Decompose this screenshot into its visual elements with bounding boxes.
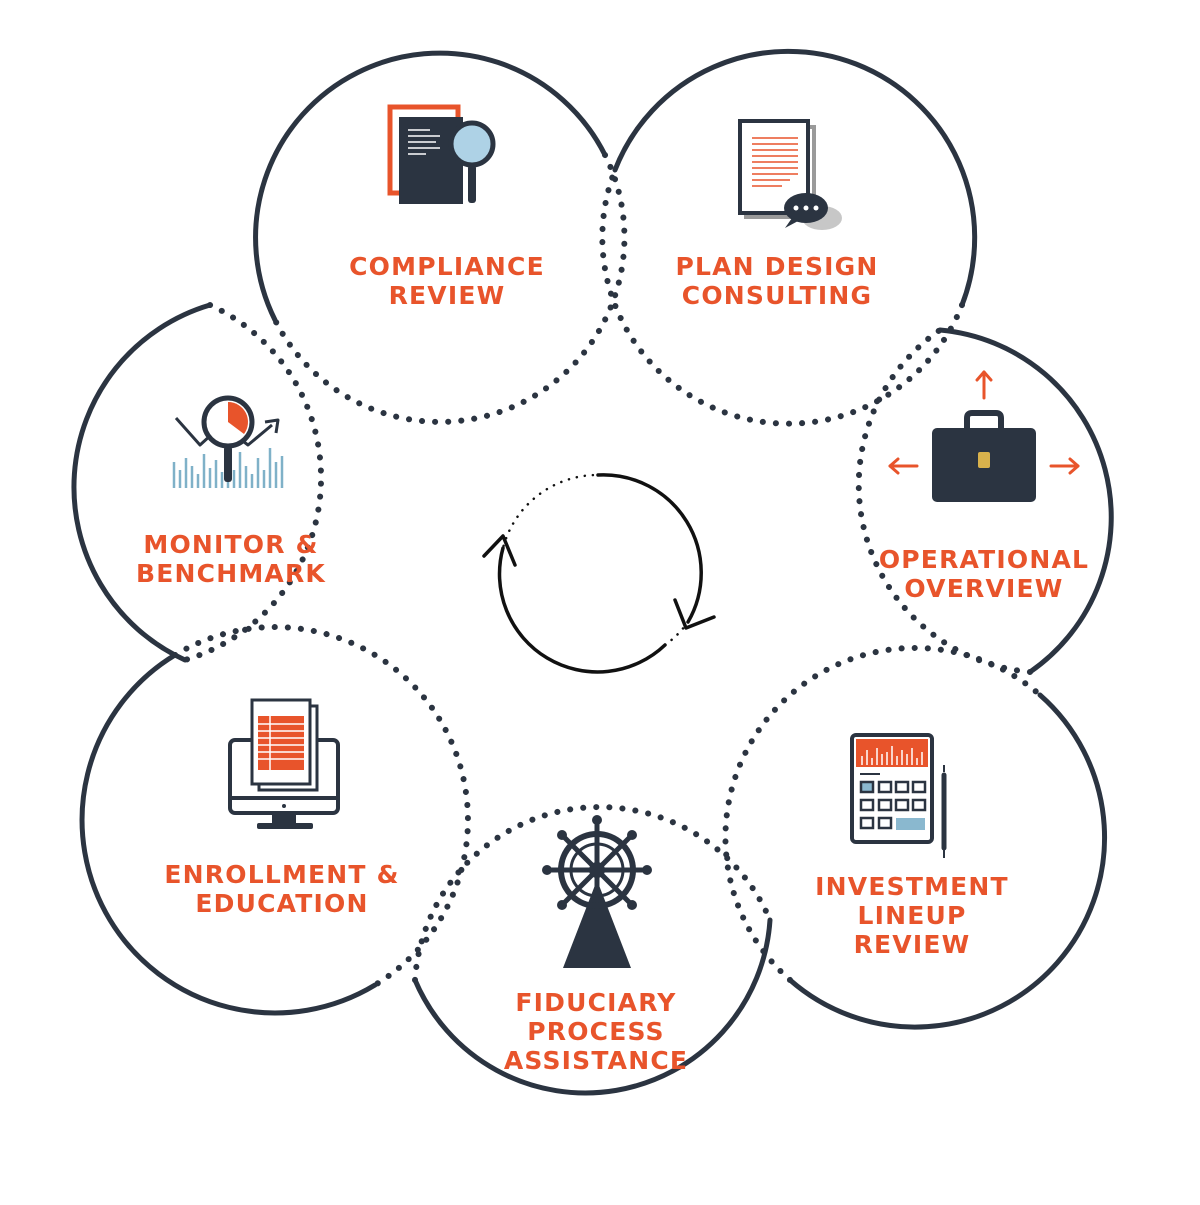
circle-compliance-dotted — [272, 152, 628, 425]
circle-operational-solid — [937, 327, 1114, 675]
label-line: COMPLIANCE — [349, 252, 545, 281]
circle-enrollment-dotted — [172, 624, 471, 988]
label-line: INVESTMENT — [815, 872, 1009, 901]
circle-monitor-dotted — [182, 302, 325, 663]
circle-monitor-solid — [71, 302, 213, 663]
chart-magnifier-icon — [172, 395, 284, 488]
label-line: REVIEW — [388, 281, 506, 310]
label-plan-design-consulting: PLAN DESIGN CONSULTING — [617, 252, 937, 310]
label-fiduciary-process-assistance: FIDUCIARY PROCESS ASSISTANCE — [436, 988, 756, 1075]
circle-operational-dotted — [855, 327, 1033, 675]
label-line: FIDUCIARY — [515, 988, 677, 1017]
calculator-pencil-icon — [850, 733, 947, 858]
monitor-document-icon — [228, 698, 340, 829]
circle-fiduciary-dotted — [412, 804, 773, 983]
label-compliance-review: COMPLIANCE REVIEW — [287, 252, 607, 310]
document-magnifier-icon — [387, 104, 496, 204]
label-line: LINEUP — [857, 901, 967, 930]
label-line: BENCHMARK — [136, 559, 326, 588]
label-line: CONSULTING — [681, 281, 873, 310]
briefcase-arrows-icon — [888, 370, 1080, 502]
circle-overlaps — [172, 152, 1043, 988]
label-line: OVERVIEW — [904, 574, 1064, 603]
label-line: PROCESS — [527, 1017, 665, 1046]
label-operational-overview: OPERATIONAL OVERVIEW — [824, 545, 1144, 603]
label-line: REVIEW — [853, 930, 971, 959]
cycle-arrows-icon — [482, 473, 716, 674]
circle-fiduciary-solid — [412, 917, 773, 1096]
circle-plan-design-dotted — [599, 167, 965, 427]
document-speech-bubble-icon — [738, 119, 842, 230]
circle-compliance-solid — [253, 50, 608, 323]
label-line: ASSISTANCE — [503, 1046, 689, 1075]
label-line: EDUCATION — [195, 889, 369, 918]
label-investment-lineup-review: INVESTMENT LINEUP REVIEW — [752, 872, 1072, 959]
circle-plan-design-solid — [612, 48, 978, 308]
label-line: MONITOR & — [143, 530, 319, 559]
label-line: ENROLLMENT & — [164, 860, 400, 889]
label-monitor-benchmark: MONITOR & BENCHMARK — [71, 530, 391, 588]
circle-investment-dotted — [722, 644, 1043, 983]
circle-outlines — [71, 48, 1114, 1096]
circle-enrollment-solid — [79, 652, 378, 1016]
ship-wheel-icon — [542, 815, 652, 968]
label-enrollment-education: ENROLLMENT & EDUCATION — [122, 860, 442, 918]
label-line: PLAN DESIGN — [675, 252, 879, 281]
circle-investment-solid — [787, 692, 1108, 1030]
label-line: OPERATIONAL — [878, 545, 1090, 574]
